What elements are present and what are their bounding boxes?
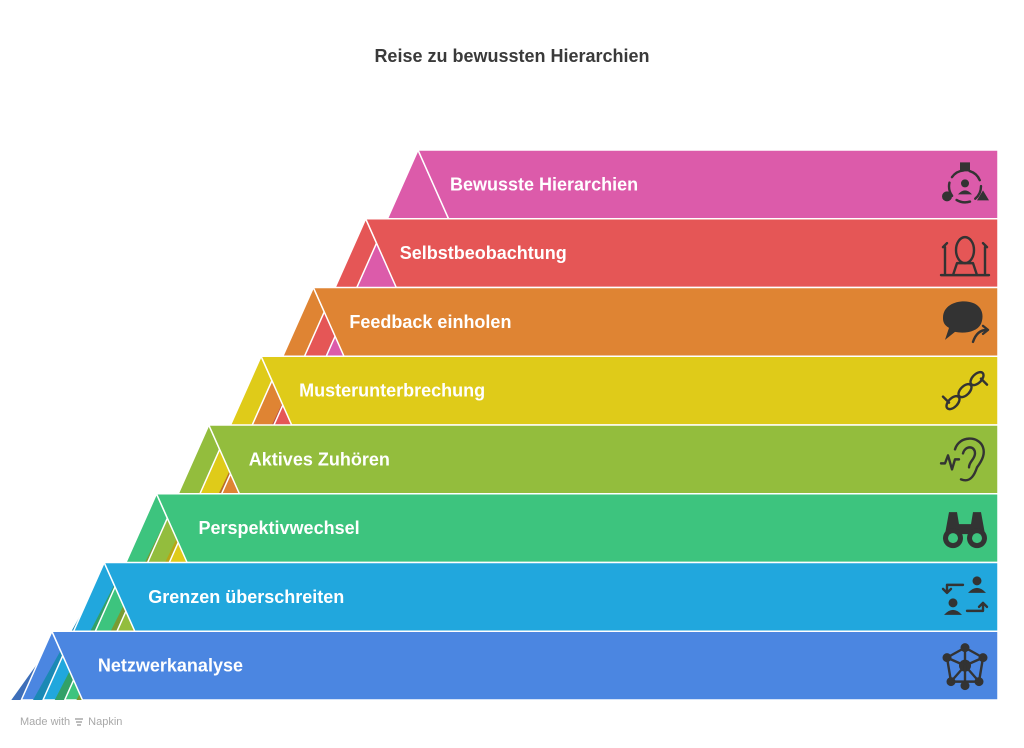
level-label: Grenzen überschreiten bbox=[148, 587, 344, 607]
diagram-title: Reise zu bewussten Hierarchien bbox=[374, 46, 650, 66]
level-label: Perspektivwechsel bbox=[199, 518, 360, 538]
made-with-text: Made with bbox=[20, 716, 71, 728]
footer: Made with Napkin bbox=[20, 716, 122, 728]
level-label: Aktives Zuhören bbox=[249, 449, 390, 469]
level-label: Bewusste Hierarchien bbox=[450, 174, 638, 194]
level-label: Musterunterbrechung bbox=[299, 381, 485, 401]
binoculars-icon bbox=[943, 512, 987, 549]
broken-chain-icon bbox=[941, 370, 989, 411]
ear-icon bbox=[939, 437, 985, 482]
speech-bubble-arrow-icon bbox=[943, 301, 990, 344]
level-label: Feedback einholen bbox=[349, 312, 511, 332]
hierarchy-shapes-icon bbox=[942, 162, 989, 204]
network-icon bbox=[942, 643, 988, 691]
mirror-icon bbox=[939, 235, 991, 277]
brand-text: Napkin bbox=[88, 716, 123, 728]
people-swap-icon bbox=[941, 576, 989, 615]
napkin-logo-icon bbox=[75, 718, 84, 726]
level-band bbox=[50, 630, 999, 701]
level-label: Selbstbeobachtung bbox=[400, 243, 567, 263]
level-label: Netzwerkanalyse bbox=[98, 656, 243, 676]
